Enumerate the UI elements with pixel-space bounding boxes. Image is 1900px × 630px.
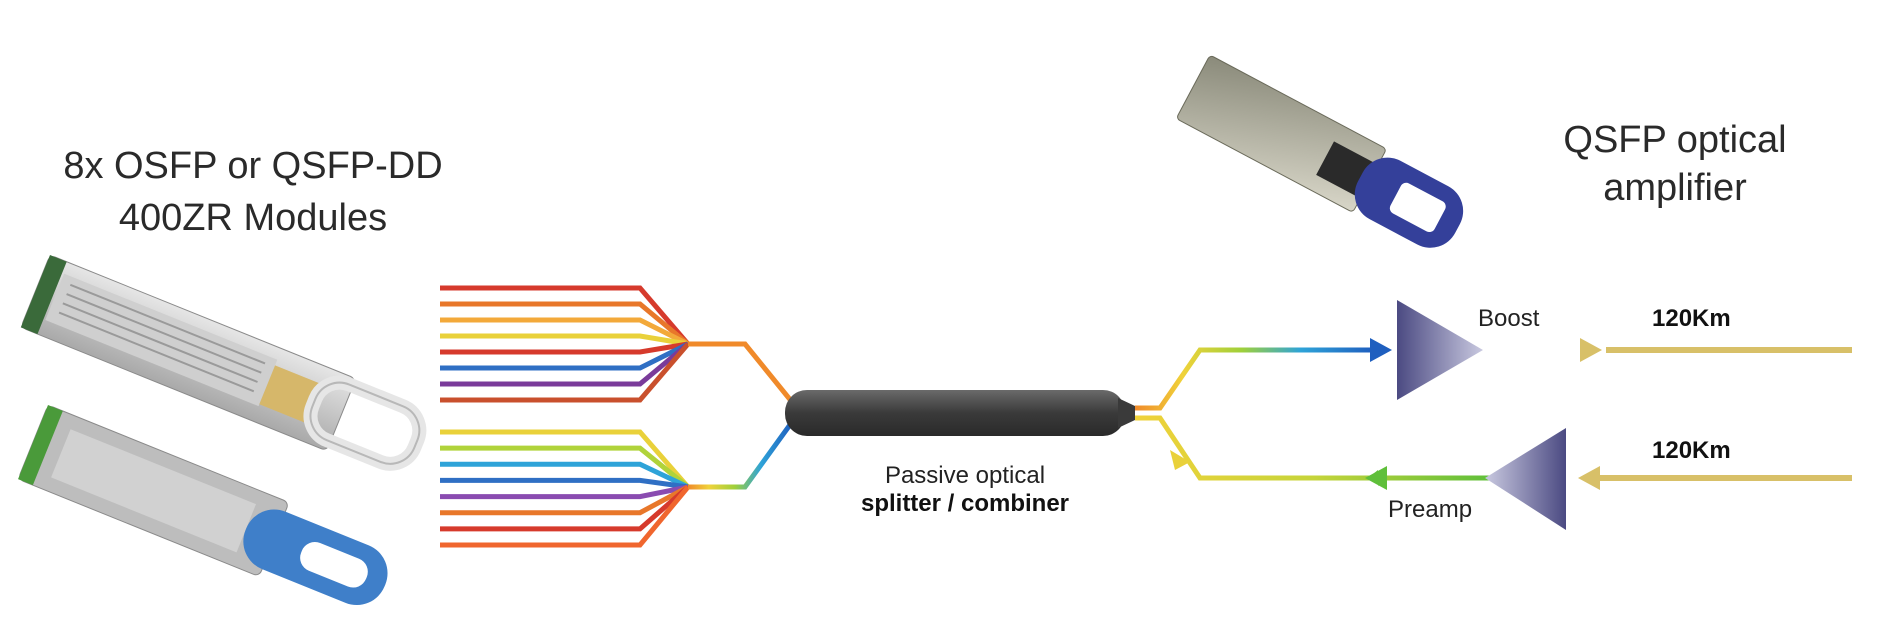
left-title-line2: 400ZR Modules: [118, 197, 388, 239]
passive-splitter-combiner: [785, 390, 1135, 436]
splitter-label: Passive optical splitter / combiner: [800, 462, 1130, 518]
splitter-label-line2: splitter / combiner: [860, 490, 1070, 517]
fiber-strand: [440, 341, 690, 371]
fiber-strand: [440, 484, 690, 516]
fiber-strand: [440, 285, 690, 346]
distance-bottom-label: 120Km: [1652, 437, 1731, 464]
fiber-strand: [440, 342, 690, 387]
fiber-strand: [440, 333, 689, 347]
fiber-bundle-top: [440, 285, 690, 403]
arrow-to-boost: [1370, 338, 1392, 362]
fiber-bundle-bottom: [440, 429, 690, 548]
fiber-strand: [440, 477, 689, 490]
qsfp-dd-module-image: [18, 405, 388, 606]
arrow-boost-out: [1580, 338, 1602, 362]
fiber-strand: [440, 484, 689, 500]
splitter-label-line1: Passive optical: [884, 462, 1046, 489]
branch-out-to-boost: [1135, 347, 1372, 411]
trunk-bottom-to-splitter: [688, 420, 795, 490]
fiber-strand: [440, 485, 690, 548]
preamp-label: Preamp: [1388, 496, 1473, 523]
fiber-strand: [440, 429, 690, 489]
arrow-span-in: [1578, 466, 1600, 490]
fiber-strand: [440, 461, 690, 490]
left-title: 8x OSFP or QSFP-DD 400ZR Modules: [58, 140, 448, 244]
right-title: QSFP optical amplifier: [1545, 116, 1805, 212]
osfp-module-image: [20, 255, 427, 471]
boost-amplifier-icon: [1397, 300, 1483, 400]
distance-top-label: 120Km: [1652, 305, 1731, 332]
fiber-strand: [440, 341, 689, 355]
right-title-line1: QSFP optical: [1563, 119, 1787, 161]
arrow-left-green: [1365, 466, 1387, 490]
fiber-strand: [440, 485, 690, 532]
fiber-strand: [440, 342, 690, 403]
arrow-into-splitter: [1170, 450, 1190, 470]
qsfp-amplifier-module-image: [1177, 55, 1464, 248]
fiber-strand: [440, 301, 690, 346]
trunk-top-to-splitter: [688, 341, 794, 404]
fiber-strand: [440, 445, 690, 489]
right-title-line2: amplifier: [1603, 167, 1747, 209]
boost-label: Boost: [1478, 305, 1540, 332]
fiber-strand: [440, 317, 690, 347]
left-title-line1: 8x OSFP or QSFP-DD: [63, 145, 443, 187]
branch-in-from-preamp: [1135, 415, 1490, 481]
preamp-amplifier-icon: [1485, 428, 1566, 530]
